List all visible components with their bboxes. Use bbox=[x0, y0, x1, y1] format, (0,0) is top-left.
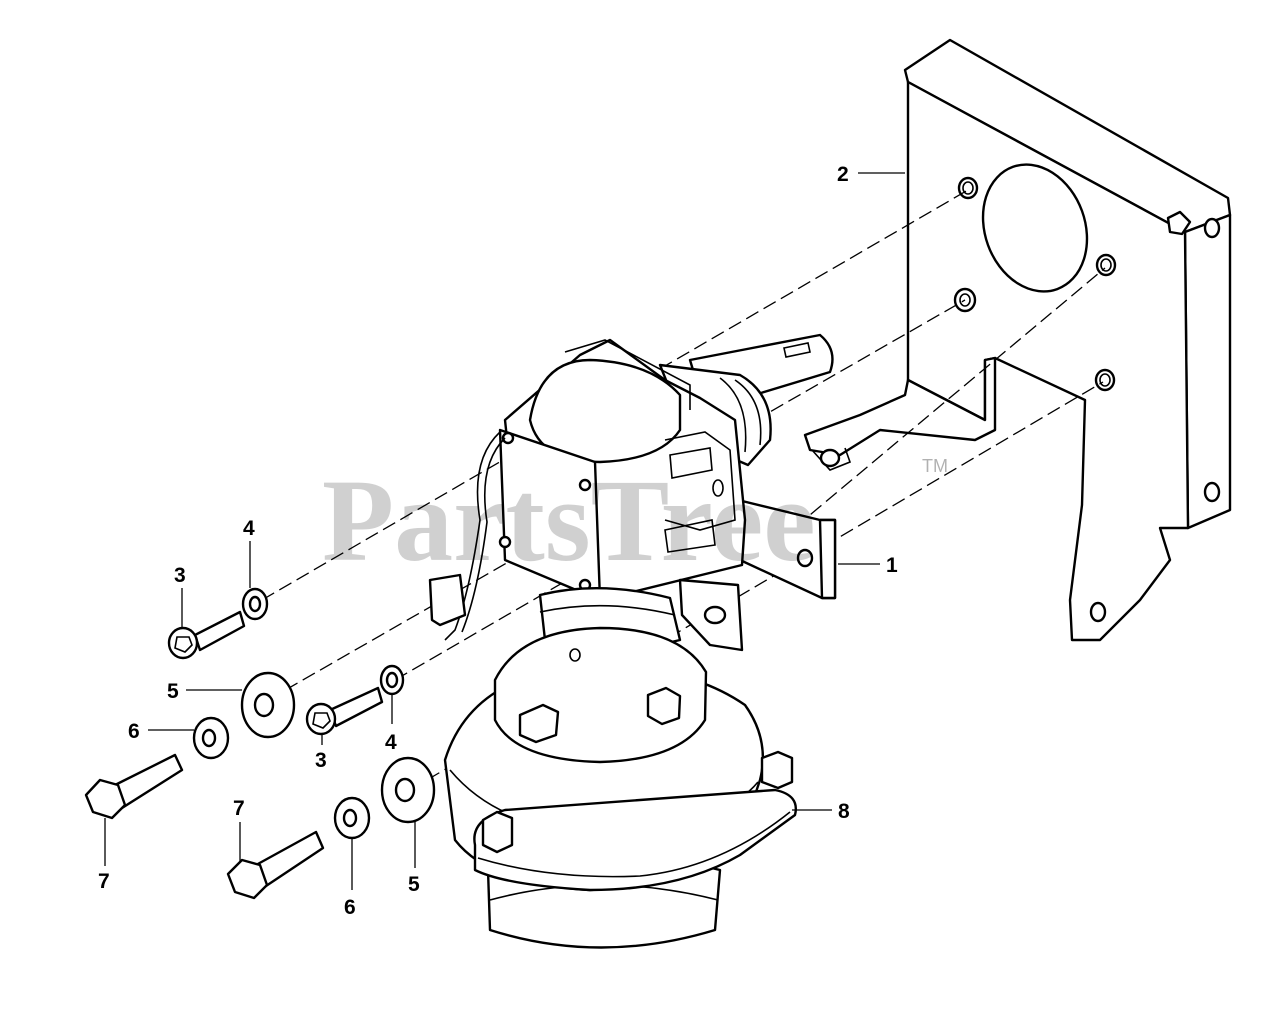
callout-6-lower[interactable]: 6 bbox=[344, 896, 356, 919]
callout-1[interactable]: 1 bbox=[886, 554, 898, 577]
corner-nut bbox=[1166, 210, 1192, 236]
callout-3-lower[interactable]: 3 bbox=[315, 749, 327, 772]
watermark: PartsTree TM bbox=[322, 455, 948, 586]
callout-5-lower[interactable]: 5 bbox=[408, 873, 420, 896]
callout-7-upper[interactable]: 7 bbox=[98, 870, 110, 893]
flat-washer-lower[interactable] bbox=[380, 756, 436, 824]
callout-8[interactable]: 8 bbox=[838, 800, 850, 823]
callout-2[interactable]: 2 bbox=[837, 163, 849, 186]
lock-washer-upper[interactable] bbox=[241, 587, 269, 621]
clutch-pulley[interactable] bbox=[443, 626, 797, 949]
socket-screw-upper[interactable] bbox=[167, 610, 246, 660]
callouts: 2 1 3 4 5 6 7 7 3 4 6 5 8 bbox=[98, 163, 898, 919]
hex-bolt-upper[interactable] bbox=[84, 753, 184, 820]
hex-bolt-lower[interactable] bbox=[226, 830, 325, 900]
flange-hole bbox=[819, 448, 841, 468]
lock-washer-6-lower[interactable] bbox=[333, 796, 371, 840]
callout-7-lower[interactable]: 7 bbox=[233, 797, 245, 820]
flat-washer-upper[interactable] bbox=[240, 671, 296, 739]
callout-6-upper[interactable]: 6 bbox=[128, 720, 140, 743]
watermark-trademark: TM bbox=[922, 456, 948, 476]
connector-block bbox=[428, 573, 467, 627]
lock-washer-lower[interactable] bbox=[379, 664, 405, 696]
callout-4-upper[interactable]: 4 bbox=[243, 517, 255, 540]
watermark-text: PartsTree bbox=[322, 455, 816, 586]
gearbox[interactable] bbox=[428, 333, 834, 652]
center-hole bbox=[981, 163, 1089, 293]
callout-4-lower[interactable]: 4 bbox=[385, 731, 397, 754]
callout-3-upper[interactable]: 3 bbox=[174, 564, 186, 587]
lock-washer-6-upper[interactable] bbox=[192, 716, 230, 760]
callout-5-upper[interactable]: 5 bbox=[167, 680, 179, 703]
mounting-bracket-plate[interactable] bbox=[803, 38, 1232, 642]
leader-lines bbox=[104, 172, 905, 890]
socket-screw-lower[interactable] bbox=[305, 686, 384, 736]
